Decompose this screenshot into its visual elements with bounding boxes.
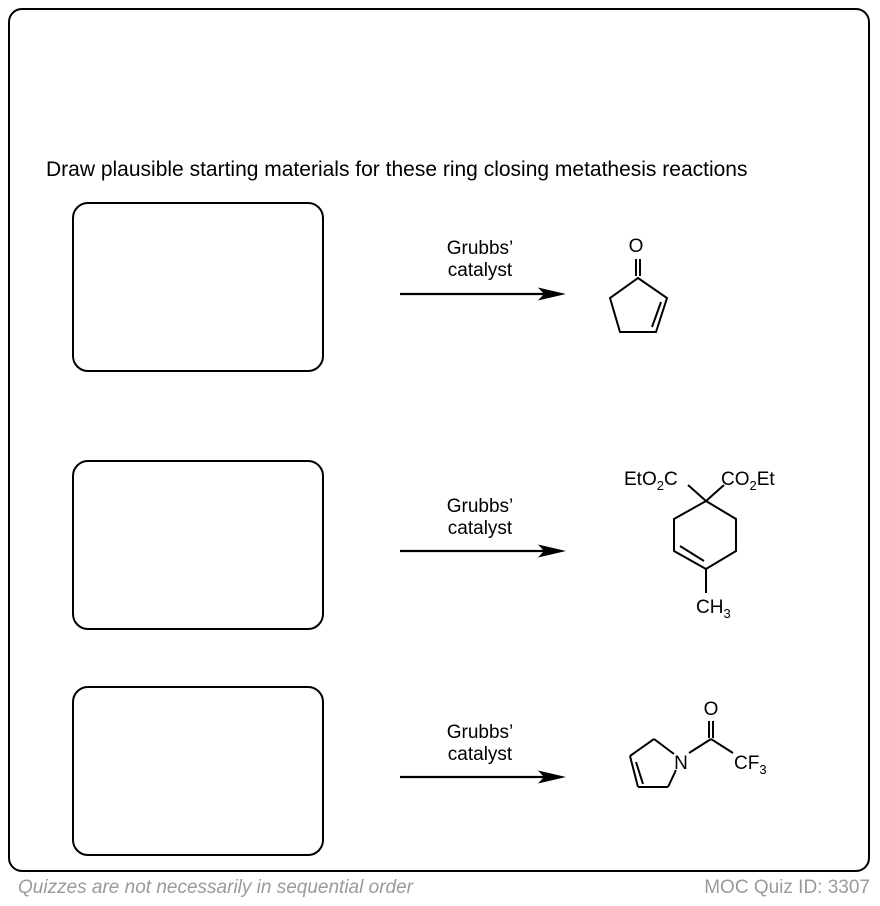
nitrogen-label: N [674, 753, 688, 774]
right-ester-label: CO2Et [721, 469, 775, 493]
product-pyrroline-amide: O N CF3 [629, 699, 767, 788]
reagent-name-1: Grubbs’ [446, 238, 514, 259]
answer-box-3[interactable] [72, 686, 324, 856]
reaction-arrow-2 [400, 544, 566, 558]
reaction-arrow-3 [400, 770, 566, 784]
reagent-name-2: Grubbs’ [446, 496, 514, 517]
reagent-type-1: catalyst [447, 260, 513, 281]
reaction-arrow-1 [400, 287, 566, 301]
product-cyclohexene-diester: EtO2C CO2Et CH3 [624, 469, 775, 621]
footer-note: Quizzes are not necessarily in sequentia… [18, 877, 413, 898]
answer-box-1[interactable] [72, 202, 324, 372]
quiz-id: MOC Quiz ID: 3307 [704, 877, 870, 898]
oxygen-label: O [704, 699, 719, 720]
quiz-frame [8, 8, 870, 872]
oxygen-label: O [629, 236, 644, 257]
left-ester-label: EtO2C [624, 469, 678, 493]
product-cyclopentenone: O [608, 236, 669, 333]
reagent-label-1: Grubbs’ catalyst [400, 238, 560, 282]
reagent-type-2: catalyst [447, 518, 513, 539]
quiz-instructions: Draw plausible starting materials for th… [46, 158, 748, 181]
answer-box-2[interactable] [72, 460, 324, 630]
trifluoromethyl-label: CF3 [734, 753, 767, 777]
reagent-label-3: Grubbs’ catalyst [400, 722, 560, 766]
methyl-label: CH3 [696, 597, 731, 621]
reagent-type-3: catalyst [447, 744, 513, 765]
reagent-name-3: Grubbs’ [446, 722, 514, 743]
reagent-label-2: Grubbs’ catalyst [400, 496, 560, 540]
